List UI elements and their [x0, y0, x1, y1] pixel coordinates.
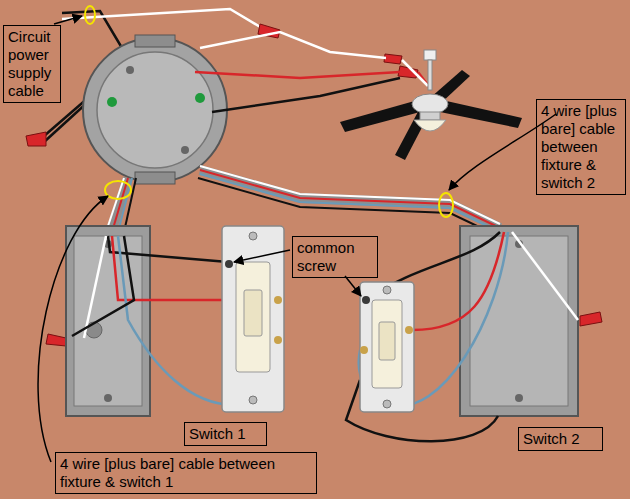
ceiling-box — [97, 52, 213, 168]
ceiling-box — [83, 35, 227, 184]
three-way-switch-2 — [383, 286, 391, 294]
three-way-switch-2 — [379, 322, 395, 360]
switch-2-wires — [359, 232, 508, 406]
fan-wires — [195, 72, 400, 78]
ceiling-box — [126, 66, 134, 74]
leader-line — [345, 276, 361, 296]
cable-marker — [85, 6, 95, 24]
cable-marker — [105, 181, 131, 199]
label-text: 4 wire [plus bare] cable between fixture… — [541, 102, 621, 192]
leader-line — [234, 250, 290, 262]
ceiling-fan — [340, 50, 522, 160]
label-box: 4 wire [plus bare] cable between fixture… — [55, 452, 317, 494]
wire-nut — [384, 54, 402, 64]
switch-box-2 — [515, 394, 523, 402]
label-box: common screw — [292, 236, 378, 278]
supply-wires — [62, 9, 262, 28]
label-text: 4 wire [plus bare] cable between fixture… — [60, 455, 312, 491]
switch-box-2 — [460, 226, 578, 416]
switch-box-2 — [460, 226, 578, 416]
leader-line — [54, 16, 82, 24]
three-way-switch-1 — [249, 396, 257, 404]
three-way-switch-1 — [274, 336, 282, 344]
ceiling-box — [107, 97, 117, 107]
ceiling-fan — [424, 50, 436, 60]
label-box: Switch 2 — [518, 427, 603, 451]
label-text: Circuit power supply cable — [8, 28, 56, 100]
leader-line — [38, 16, 556, 462]
wire-nut — [26, 132, 46, 146]
switch-1-wires — [72, 236, 134, 336]
ceiling-box — [135, 35, 175, 47]
three-way-switch-1 — [249, 232, 257, 240]
three-way-switch-1 — [274, 296, 282, 304]
cable-to-switch-2 — [200, 170, 500, 228]
ceiling-fan — [340, 100, 420, 132]
three-way-switch-2 — [372, 300, 402, 388]
cable-to-switch-1 — [106, 178, 136, 232]
three-way-switch-2 — [362, 296, 370, 304]
three-way-switch-2 — [383, 400, 391, 408]
label-text: Switch 2 — [523, 430, 598, 448]
three-way-switch-1 — [236, 262, 270, 372]
ceiling-box — [135, 172, 175, 184]
three-way-switch-2 — [360, 346, 368, 354]
switch-box-1 — [74, 236, 142, 406]
ceiling-fan — [440, 100, 522, 128]
ceiling-box — [181, 146, 189, 154]
three-way-switch-2 — [360, 282, 414, 412]
ceiling-box — [83, 38, 227, 182]
label-box: Switch 1 — [184, 422, 267, 446]
switch-2-wires — [346, 232, 578, 441]
three-way-switch-2 — [360, 282, 414, 412]
ceiling-fan — [420, 112, 440, 120]
ceiling-fan — [428, 60, 432, 90]
wire-nut — [46, 334, 66, 346]
switch-2-wires — [366, 232, 500, 300]
three-way-switch-1 — [225, 260, 233, 268]
label-box: 4 wire [plus bare] cable between fixture… — [536, 99, 626, 195]
leader-line — [449, 114, 556, 190]
switch-2-wires — [512, 232, 578, 320]
fan-wires — [402, 60, 428, 86]
three-way-switch-2 — [405, 326, 413, 334]
label-text: common screw — [297, 239, 373, 275]
wire-nut — [580, 312, 602, 326]
fan-wires — [212, 78, 400, 112]
three-way-switch-1 — [244, 290, 262, 336]
ceiling-fan — [414, 120, 446, 131]
label-box: Circuit power supply cable — [3, 25, 61, 103]
cable-marker — [85, 6, 453, 217]
fan-wires — [195, 32, 430, 112]
ceiling-fan — [412, 94, 448, 114]
switch-2-wires — [412, 232, 504, 330]
fan-wires — [200, 32, 386, 58]
ceiling-box — [195, 93, 205, 103]
switch-box-1 — [104, 394, 112, 402]
label-text: Switch 1 — [189, 425, 262, 443]
leader-line — [38, 196, 108, 462]
cable-marker — [439, 193, 453, 217]
